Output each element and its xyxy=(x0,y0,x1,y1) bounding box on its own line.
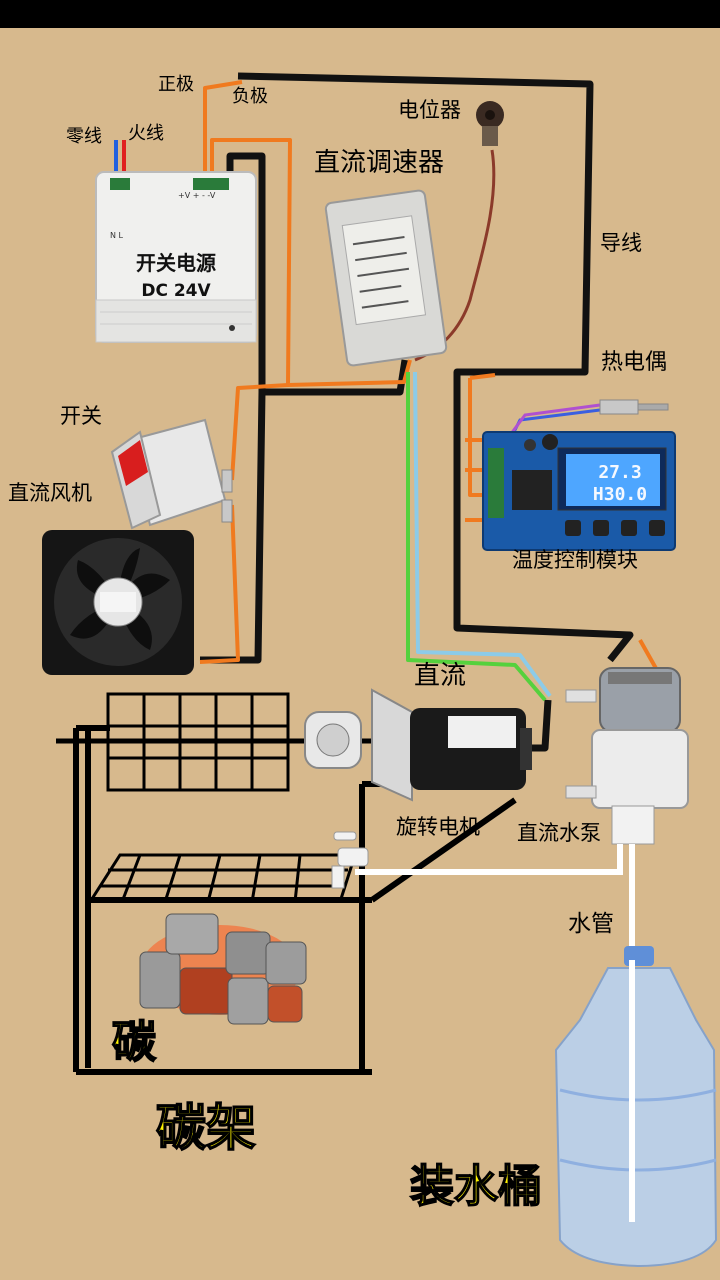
dc-water-pump xyxy=(565,667,689,845)
rocker-switch xyxy=(110,418,233,530)
potentiometer-label: 电位器 xyxy=(398,98,461,122)
thermocouple-label: 热电偶 xyxy=(601,350,668,375)
water-bucket-label: 装水桶 xyxy=(409,1160,543,1213)
module-button xyxy=(649,520,665,536)
burning-charcoal xyxy=(139,913,307,1025)
negative-label: 负极 xyxy=(232,86,268,107)
rotating-motor xyxy=(304,688,532,802)
dc-label: 直流 xyxy=(414,661,467,691)
dc-pump-label: 直流水泵 xyxy=(517,821,601,845)
psu-model: DC 24V xyxy=(141,281,211,301)
switch-label: 开关 xyxy=(60,404,102,428)
water-bucket xyxy=(554,946,718,1268)
temp-display-line1: 27.3 xyxy=(598,462,641,483)
potentiometer xyxy=(476,101,504,146)
module-button xyxy=(593,520,609,536)
charcoal-rack-label: 碳架 xyxy=(155,1098,257,1158)
psu-terminal-left: N L xyxy=(110,231,124,240)
psu-title: 开关电源 xyxy=(136,251,216,275)
live-label: 火线 xyxy=(128,123,164,144)
faucet xyxy=(331,831,369,889)
neutral-label: 零线 xyxy=(66,126,102,147)
temp-display-line2: H30.0 xyxy=(593,484,647,505)
charcoal-label: 碳 xyxy=(111,1016,157,1069)
dc-fan-label: 直流风机 xyxy=(8,481,92,505)
wire-label: 导线 xyxy=(600,231,642,255)
top-bar xyxy=(0,0,720,28)
charcoal-tray-grid xyxy=(88,853,358,903)
module-button xyxy=(621,520,637,536)
temp-module-label: 温度控制模块 xyxy=(512,548,638,572)
dc-speed-controller-label: 直流调速器 xyxy=(314,148,445,178)
black-wires xyxy=(200,72,634,752)
module-button xyxy=(565,520,581,536)
dc-speed-controller xyxy=(324,189,448,367)
temperature-control-module: 27.3 H30.0 xyxy=(482,431,676,551)
water-pipe-label: 水管 xyxy=(568,911,614,937)
switching-power-supply: N L +V + - -V 开关电源 DC 24V xyxy=(95,171,257,343)
dc-fan xyxy=(42,530,194,675)
rotating-motor-label: 旋转电机 xyxy=(396,815,480,839)
positive-label: 正极 xyxy=(158,74,194,95)
psu-terminal-right: +V + - -V xyxy=(178,191,216,200)
dc-motor-wires xyxy=(406,371,552,702)
